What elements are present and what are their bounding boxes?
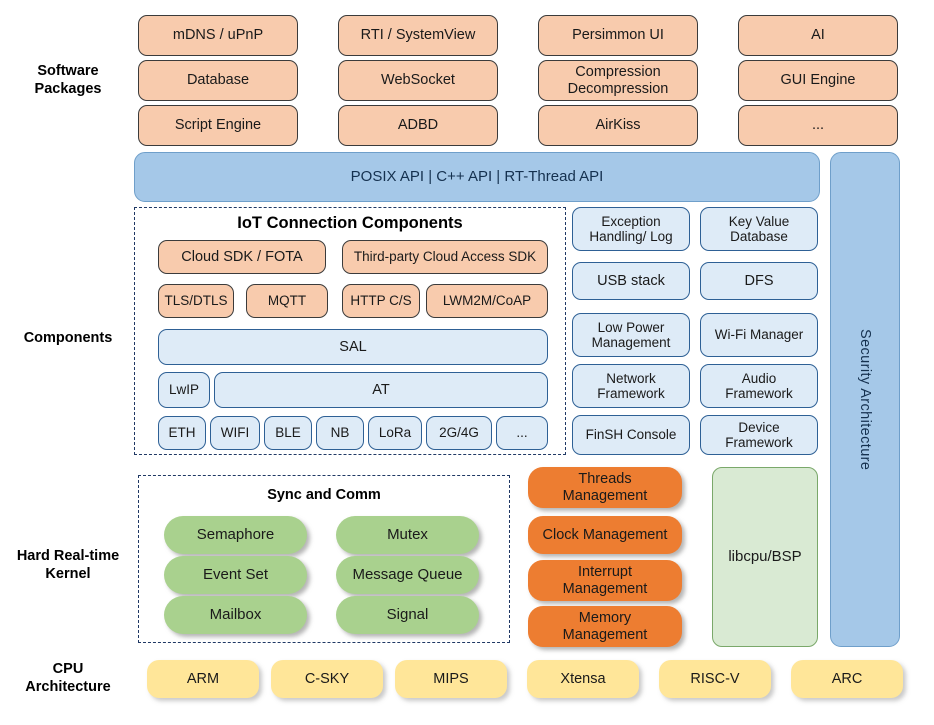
cpu-arch-box[interactable]: ARM (147, 660, 259, 698)
kernel-core-box[interactable]: Clock Management (528, 516, 682, 554)
iot-link-box[interactable]: LoRa (368, 416, 422, 450)
kernel-core-box[interactable]: Memory Management (528, 606, 682, 647)
package-box[interactable]: Database (138, 60, 298, 101)
component-box[interactable]: USB stack (572, 262, 690, 300)
component-box[interactable]: Wi-Fi Manager (700, 313, 818, 357)
sync-comm-box[interactable]: Event Set (164, 556, 307, 594)
cpu-arch-box[interactable]: MIPS (395, 660, 507, 698)
component-box[interactable]: DFS (700, 262, 818, 300)
iot-link-box[interactable]: ... (496, 416, 548, 450)
cpu-arch-box[interactable]: ARC (791, 660, 903, 698)
sync-comm-box[interactable]: Semaphore (164, 516, 307, 554)
iot-protocol-box[interactable]: MQTT (246, 284, 328, 318)
package-box[interactable]: Persimmon UI (538, 15, 698, 56)
api-bar: POSIX API | C++ API | RT-Thread API (134, 152, 820, 202)
iot-link-box[interactable]: NB (316, 416, 364, 450)
package-box[interactable]: AI (738, 15, 898, 56)
section-label-kernel: Hard Real-time Kernel (16, 547, 120, 582)
iot-sal-box[interactable]: SAL (158, 329, 548, 365)
sync-comm-box[interactable]: Mailbox (164, 596, 307, 634)
component-box[interactable]: Device Framework (700, 415, 818, 455)
cpu-arch-box[interactable]: RISC-V (659, 660, 771, 698)
kernel-core-box[interactable]: Threads Management (528, 467, 682, 508)
package-box[interactable]: Script Engine (138, 105, 298, 146)
section-label-cpu-architecture: CPU Architecture (25, 660, 111, 695)
component-box[interactable]: FinSH Console (572, 415, 690, 455)
iot-lwip-box[interactable]: LwIP (158, 372, 210, 408)
sync-and-comm-group (138, 475, 510, 643)
package-box[interactable]: Compression Decompression (538, 60, 698, 101)
iot-cloud-box[interactable]: Cloud SDK / FOTA (158, 240, 326, 274)
iot-link-box[interactable]: BLE (264, 416, 312, 450)
iot-protocol-box[interactable]: LWM2M/CoAP (426, 284, 548, 318)
iot-link-box[interactable]: ETH (158, 416, 206, 450)
component-box[interactable]: Exception Handling/ Log (572, 207, 690, 251)
component-box[interactable]: Network Framework (572, 364, 690, 408)
iot-link-box[interactable]: WIFI (210, 416, 260, 450)
iot-link-box[interactable]: 2G/4G (426, 416, 492, 450)
iot-protocol-box[interactable]: HTTP C/S (342, 284, 420, 318)
security-architecture-bar: Security Architecture (830, 152, 900, 647)
iot-protocol-box[interactable]: TLS/DTLS (158, 284, 234, 318)
component-box[interactable]: Key Value Database (700, 207, 818, 251)
sync-comm-box[interactable]: Mutex (336, 516, 479, 554)
cpu-arch-box[interactable]: C-SKY (271, 660, 383, 698)
component-box[interactable]: Audio Framework (700, 364, 818, 408)
iot-at-box[interactable]: AT (214, 372, 548, 408)
iot-group-title: IoT Connection Components (237, 214, 463, 232)
section-label-components: Components (23, 329, 113, 346)
package-box[interactable]: AirKiss (538, 105, 698, 146)
package-box[interactable]: ... (738, 105, 898, 146)
iot-connection-components-group (134, 207, 566, 455)
iot-cloud-box[interactable]: Third-party Cloud Access SDK (342, 240, 548, 274)
libcpu-bsp-box[interactable]: libcpu/BSP (712, 467, 818, 647)
kernel-core-box[interactable]: Interrupt Management (528, 560, 682, 601)
package-box[interactable]: RTI / SystemView (338, 15, 498, 56)
component-box[interactable]: Low Power Management (572, 313, 690, 357)
package-box[interactable]: WebSocket (338, 60, 498, 101)
sync-comm-box[interactable]: Signal (336, 596, 479, 634)
package-box[interactable]: mDNS / uPnP (138, 15, 298, 56)
package-box[interactable]: ADBD (338, 105, 498, 146)
security-architecture-label: Security Architecture (857, 328, 874, 471)
cpu-arch-box[interactable]: Xtensa (527, 660, 639, 698)
sync-and-comm-title: Sync and Comm (267, 487, 381, 503)
sync-comm-box[interactable]: Message Queue (336, 556, 479, 594)
section-label-software-packages: Software Packages (34, 62, 102, 97)
package-box[interactable]: GUI Engine (738, 60, 898, 101)
